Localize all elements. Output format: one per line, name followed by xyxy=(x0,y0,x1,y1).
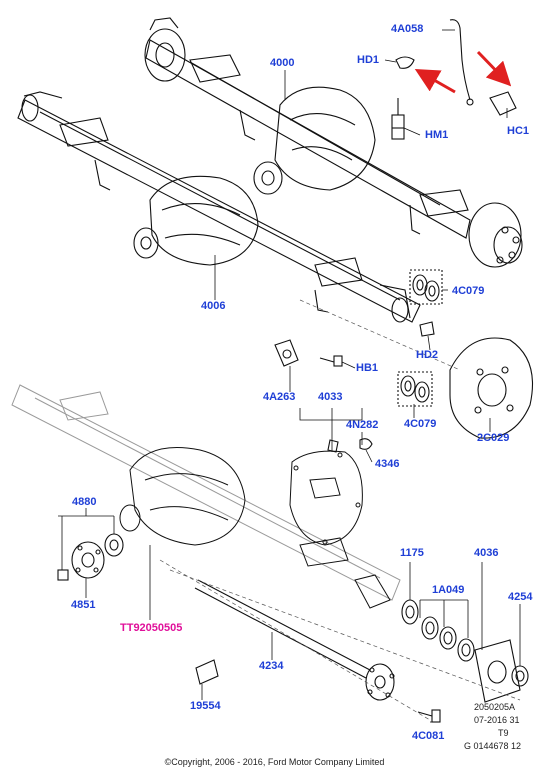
part-label-1A049[interactable]: 1A049 xyxy=(432,584,465,596)
part-label-HB1[interactable]: HB1 xyxy=(356,362,379,374)
leader-lines xyxy=(58,29,521,723)
part-label-2C029[interactable]: 2C029 xyxy=(477,432,510,444)
part-label-4036[interactable]: 4036 xyxy=(474,547,499,559)
part-label-HD2[interactable]: HD2 xyxy=(416,349,439,361)
copyright-notice: ©Copyright, 2006 - 2016, Ford Motor Comp… xyxy=(164,757,385,767)
part-label-4C079-upper[interactable]: 4C079 xyxy=(452,285,485,297)
small-parts-middle xyxy=(274,269,534,453)
part-label-4C079-lower[interactable]: 4C079 xyxy=(404,418,437,430)
red-direction-arrows xyxy=(414,50,512,94)
part-label-4000[interactable]: 4000 xyxy=(270,57,295,69)
part-label-4N282[interactable]: 4N282 xyxy=(346,419,379,431)
axle-shaft-parts xyxy=(194,579,529,723)
part-label-4033[interactable]: 4033 xyxy=(318,391,343,403)
part-label-HM1[interactable]: HM1 xyxy=(425,129,449,141)
part-label-4C081[interactable]: 4C081 xyxy=(412,730,445,742)
part-label-4254[interactable]: 4254 xyxy=(508,591,533,603)
part-label-1175[interactable]: 1175 xyxy=(400,547,424,559)
part-label-4006[interactable]: 4006 xyxy=(201,300,226,312)
part-label-4880[interactable]: 4880 xyxy=(72,496,97,508)
drawing-reference-1: 2050205A xyxy=(474,702,516,712)
brake-line-parts xyxy=(391,19,517,140)
pinion-flange-parts xyxy=(57,533,124,581)
part-label-4A263[interactable]: 4A263 xyxy=(263,391,296,403)
part-label-4A058[interactable]: 4A058 xyxy=(391,23,424,35)
part-label-HD1[interactable]: HD1 xyxy=(357,54,380,66)
part-label-19554[interactable]: 19554 xyxy=(190,700,221,712)
rear-axle-housing-lower xyxy=(11,384,401,609)
assembly-guide-lines xyxy=(159,299,521,721)
part-label-TT92050505[interactable]: TT92050505 xyxy=(120,622,183,634)
drawing-reference-4: G 0144678 12 xyxy=(464,741,522,751)
part-label-4346[interactable]: 4346 xyxy=(375,458,400,470)
rear-axle-housing-upper xyxy=(17,17,523,323)
part-label-4851[interactable]: 4851 xyxy=(71,599,96,611)
part-label-HC1[interactable]: HC1 xyxy=(507,125,530,137)
drawing-reference-3: T9 xyxy=(498,728,509,738)
part-label-4234[interactable]: 4234 xyxy=(259,660,284,672)
drawing-reference-2: 07-2016 31 xyxy=(474,715,520,725)
